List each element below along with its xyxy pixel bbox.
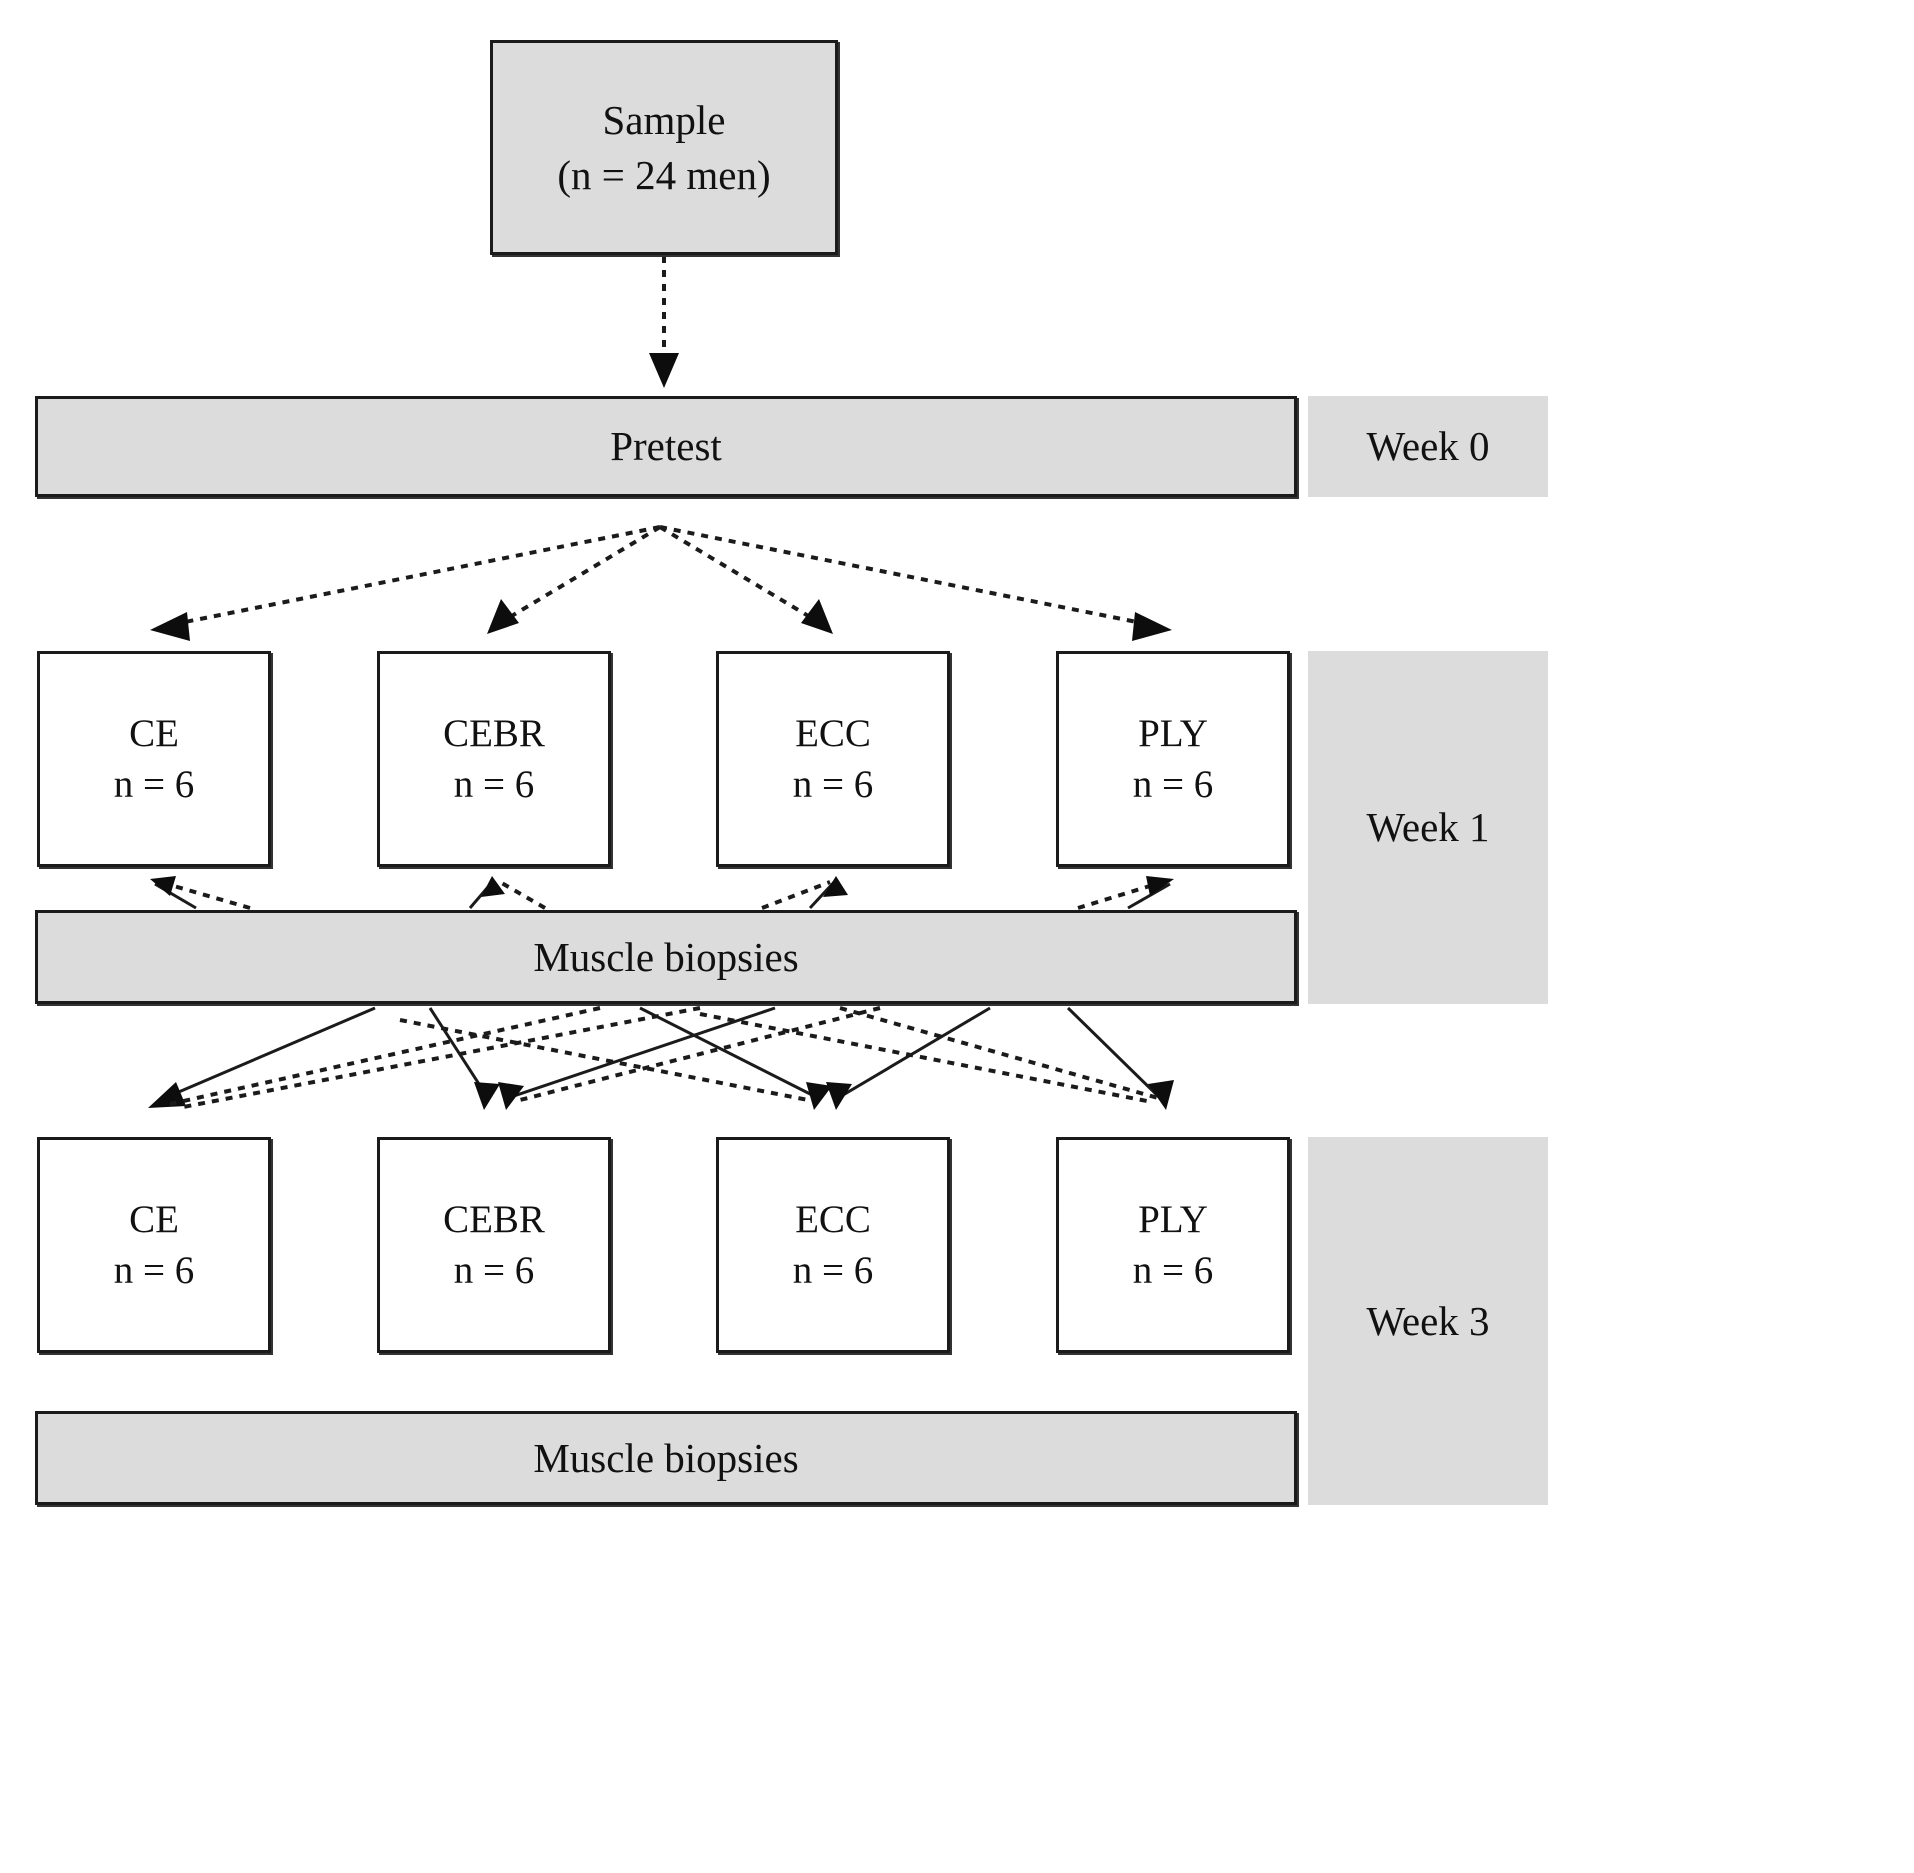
group-code: CEBR (443, 1197, 545, 1241)
group-box-week3-ply: PLY n = 6 (1056, 1137, 1290, 1353)
group-n: n = 6 (453, 1249, 535, 1292)
group-code: PLY (1138, 1197, 1208, 1241)
group-code: CE (129, 711, 179, 755)
group-box-week3-cebr: CEBR n = 6 (377, 1137, 611, 1353)
group-n: n = 6 (113, 763, 195, 806)
group-code: ECC (795, 711, 871, 755)
edge-groups-to-biopsy1 (150, 876, 1174, 910)
edge-biopsy1-to-week3-groups (148, 1006, 1174, 1110)
week1-label: Week 1 (1366, 804, 1490, 851)
biopsy-label: Muscle biopsies (533, 933, 799, 980)
edge-pretest-to-groups (150, 525, 1172, 641)
week0-label: Week 0 (1366, 423, 1490, 470)
group-n: n = 6 (1132, 763, 1214, 806)
group-n: n = 6 (792, 763, 874, 806)
group-code: ECC (795, 1197, 871, 1241)
group-n: n = 6 (1132, 1249, 1214, 1292)
group-box-week3-ce: CE n = 6 (37, 1137, 271, 1353)
group-n: n = 6 (453, 763, 535, 806)
group-code: CE (129, 1197, 179, 1241)
pretest-bar: Pretest (35, 396, 1297, 497)
group-box-week1-ce: CE n = 6 (37, 651, 271, 867)
group-n: n = 6 (792, 1249, 874, 1292)
pretest-label: Pretest (610, 423, 722, 470)
timeline-week-3: Week 3 (1308, 1137, 1548, 1505)
muscle-biopsies-bar-week3: Muscle biopsies (35, 1411, 1297, 1505)
group-code: PLY (1138, 711, 1208, 755)
group-box-week1-ply: PLY n = 6 (1056, 651, 1290, 867)
week3-label: Week 3 (1366, 1297, 1490, 1344)
group-code: CEBR (443, 711, 545, 755)
muscle-biopsies-bar-week1: Muscle biopsies (35, 910, 1297, 1004)
timeline-week-1: Week 1 (1308, 651, 1548, 1004)
group-box-week3-ecc: ECC n = 6 (716, 1137, 950, 1353)
group-box-week1-ecc: ECC n = 6 (716, 651, 950, 867)
biopsy-label: Muscle biopsies (533, 1434, 799, 1481)
sample-label-line1: Sample (602, 97, 726, 144)
group-box-week1-cebr: CEBR n = 6 (377, 651, 611, 867)
timeline-week-0: Week 0 (1308, 396, 1548, 497)
group-n: n = 6 (113, 1249, 195, 1292)
sample-label-line2: (n = 24 men) (557, 151, 771, 198)
sample-box: Sample (n = 24 men) (490, 40, 838, 255)
edge-sample-to-pretest (649, 256, 679, 388)
